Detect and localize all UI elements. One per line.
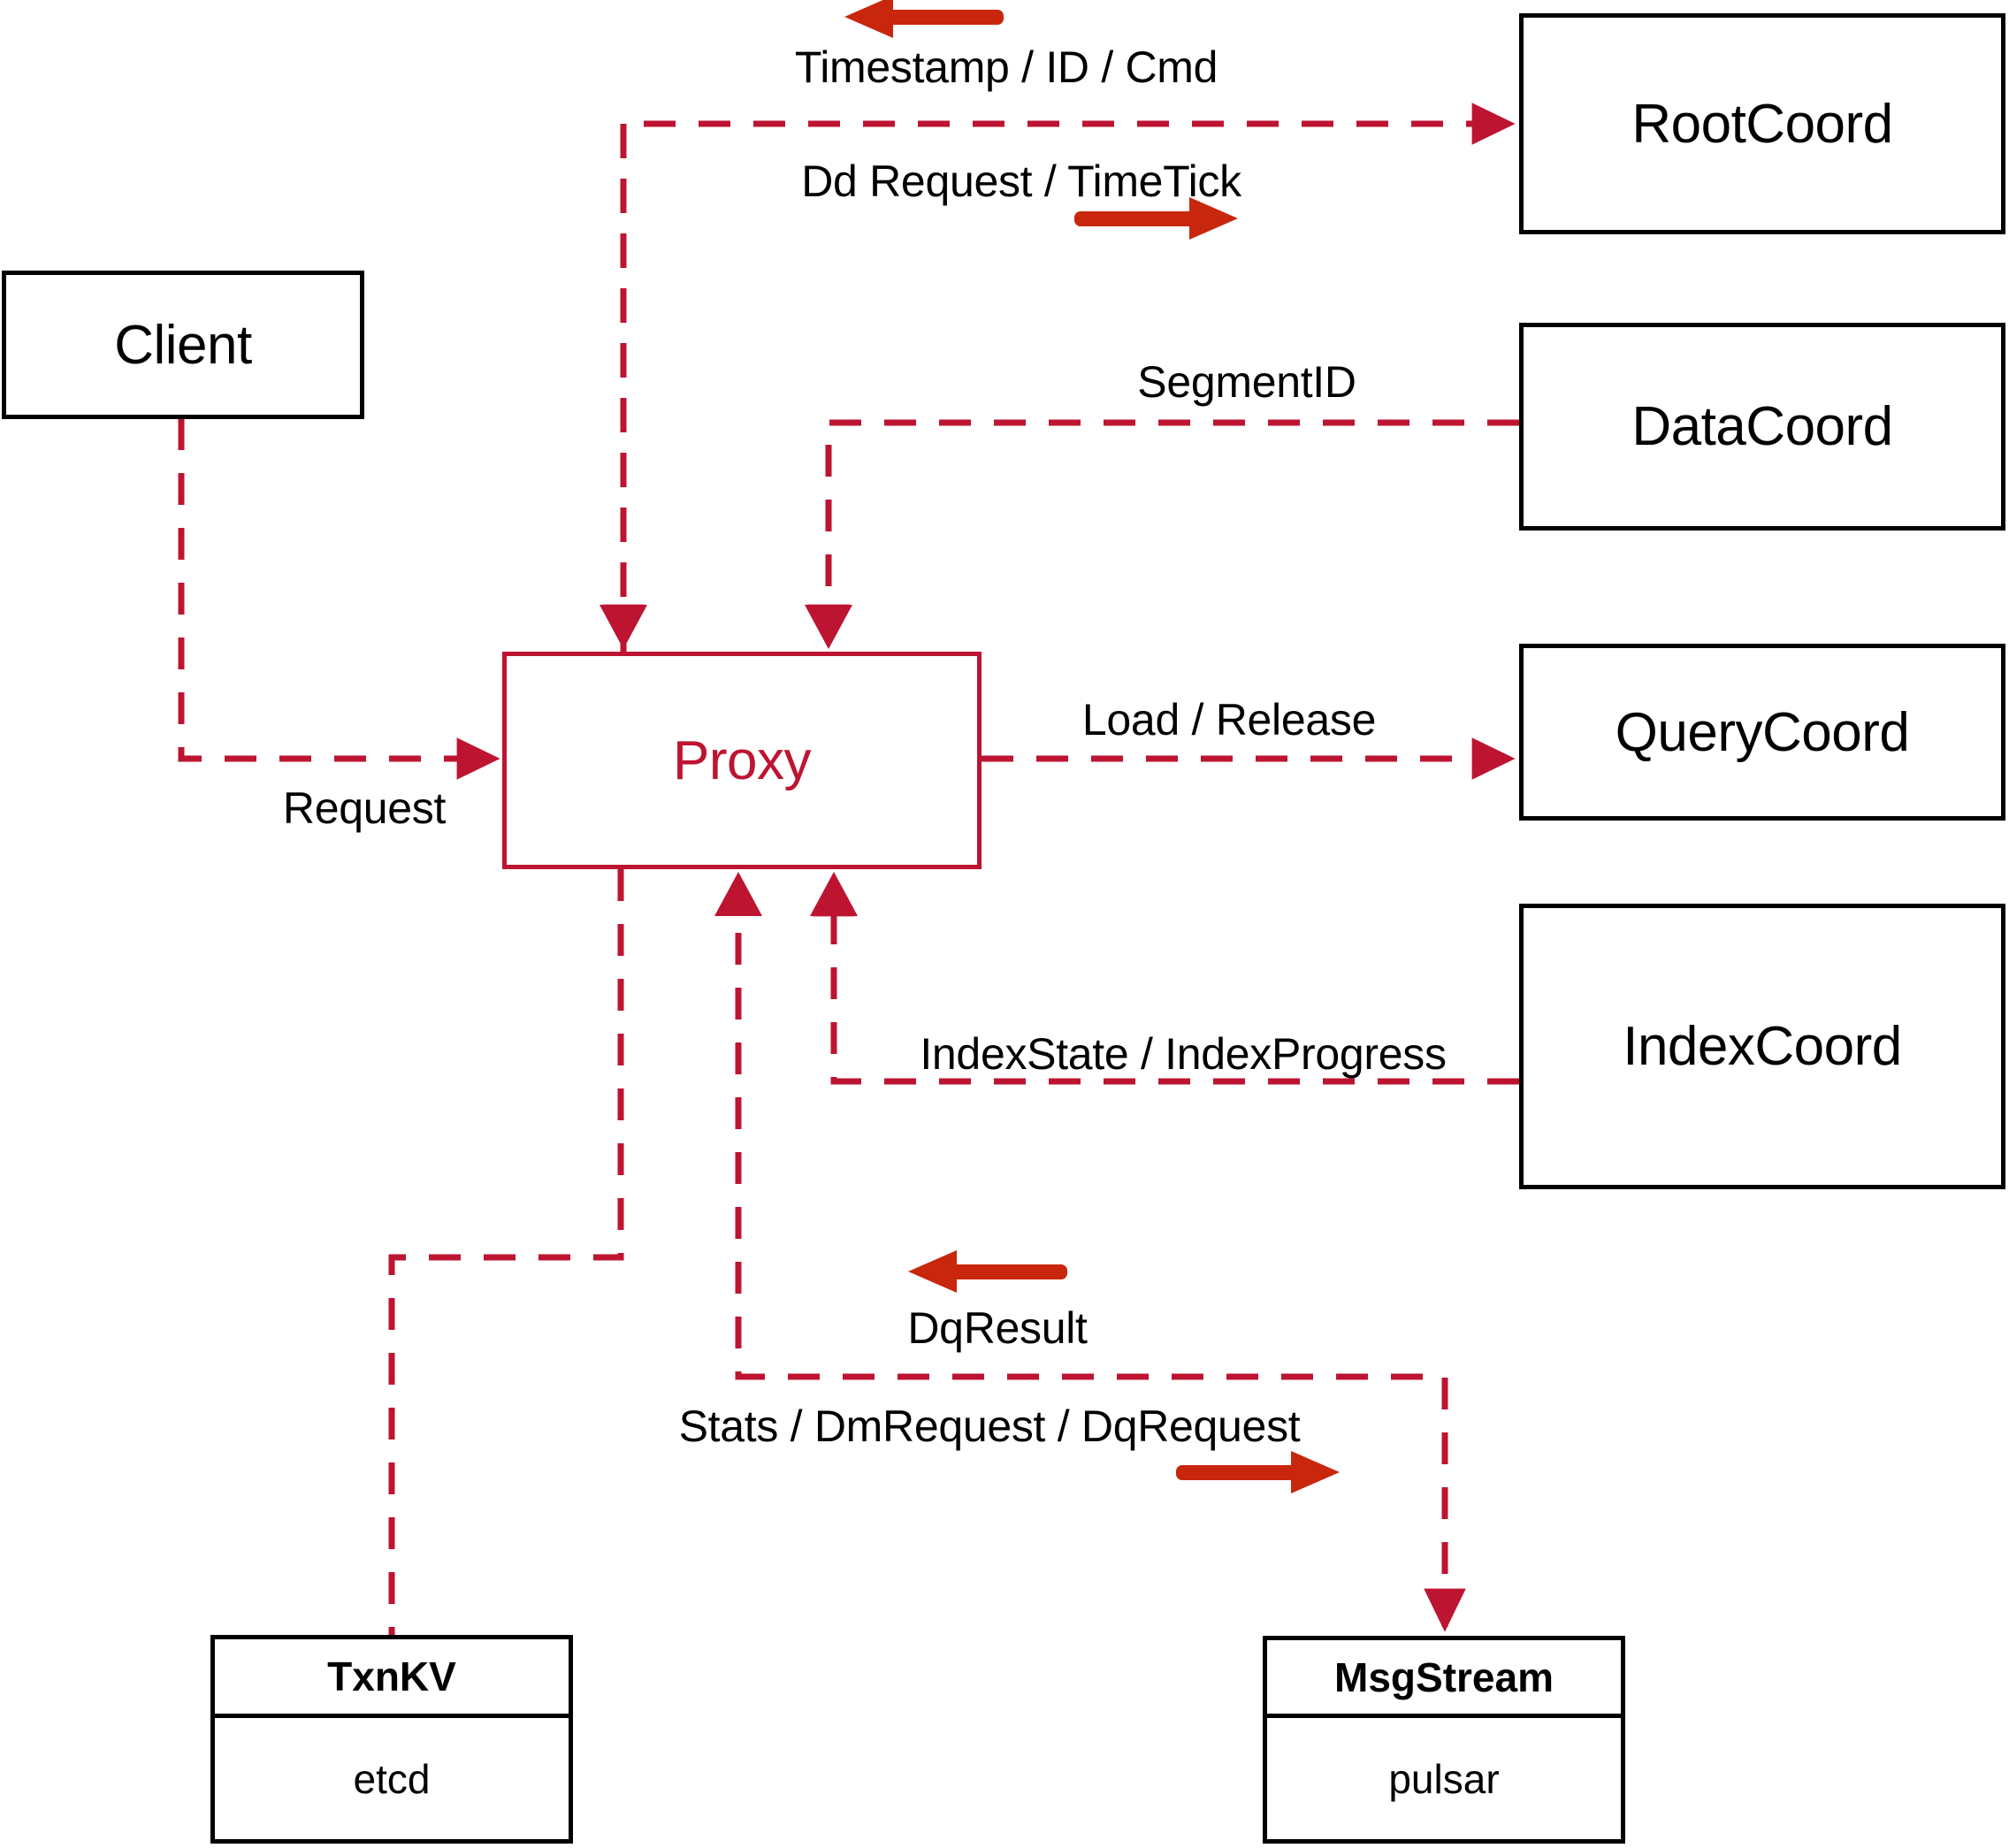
store-msgstream-impl: pulsar <box>1388 1755 1500 1802</box>
node-datacoord-label: DataCoord <box>1631 396 1893 457</box>
edge-label-stats-dm-dq-request: Stats / DmRequest / DqRequest <box>678 1401 1301 1451</box>
legend-arrow-timestamp-id-cmd <box>844 0 1004 38</box>
node-querycoord-label: QueryCoord <box>1615 701 1910 763</box>
proxy-top-arrowheads <box>600 605 852 649</box>
edge-proxy-to-msgstream <box>735 878 1466 1632</box>
edge-label-index-state-progress: IndexState / IndexProgress <box>920 1029 1447 1079</box>
edge-label-segment-id: SegmentID <box>1137 357 1356 407</box>
edge-label-request: Request <box>282 783 447 833</box>
arrowhead-rootcoord-into-proxy <box>600 605 647 649</box>
arrowhead-indexcoord-into-proxy <box>810 872 858 916</box>
store-txnkv-title: TxnKV <box>215 1639 569 1718</box>
arrowhead-msgstream-into-proxy <box>714 872 762 916</box>
node-proxy[interactable]: Proxy <box>502 652 982 869</box>
edge-label-dq-result: DqResult <box>907 1303 1088 1353</box>
node-indexcoord-label: IndexCoord <box>1623 1016 1902 1077</box>
store-txnkv-impl: etcd <box>353 1755 431 1802</box>
store-msgstream[interactable]: MsgStream pulsar <box>1263 1636 1625 1844</box>
legend-arrow-dq-result <box>908 1250 1067 1293</box>
store-txnkv[interactable]: TxnKV etcd <box>210 1635 573 1844</box>
node-client-label: Client <box>114 314 252 376</box>
node-rootcoord-label: RootCoord <box>1631 93 1893 155</box>
edge-label-dd-request-timetick: Dd Request / TimeTick <box>801 157 1241 206</box>
proxy-inbound-arrowheads <box>714 872 858 916</box>
store-msgstream-title: MsgStream <box>1267 1640 1621 1718</box>
legend-arrow-stats-dm-dq-request <box>1176 1451 1340 1493</box>
edge-proxy-to-txnkv <box>388 869 624 1635</box>
node-proxy-label: Proxy <box>673 729 811 791</box>
edge-client-to-proxy <box>178 418 500 780</box>
node-querycoord[interactable]: QueryCoord <box>1519 644 2005 821</box>
node-indexcoord[interactable]: IndexCoord <box>1519 904 2005 1189</box>
edge-datacoord-to-proxy <box>807 419 1519 648</box>
node-rootcoord[interactable]: RootCoord <box>1519 13 2005 234</box>
edge-label-timestamp-id-cmd: Timestamp / ID / Cmd <box>794 42 1218 92</box>
edge-label-load-release: Load / Release <box>1081 695 1377 745</box>
node-client[interactable]: Client <box>2 271 364 419</box>
arrowhead-datacoord-into-proxy <box>805 605 852 649</box>
node-datacoord[interactable]: DataCoord <box>1519 323 2005 531</box>
